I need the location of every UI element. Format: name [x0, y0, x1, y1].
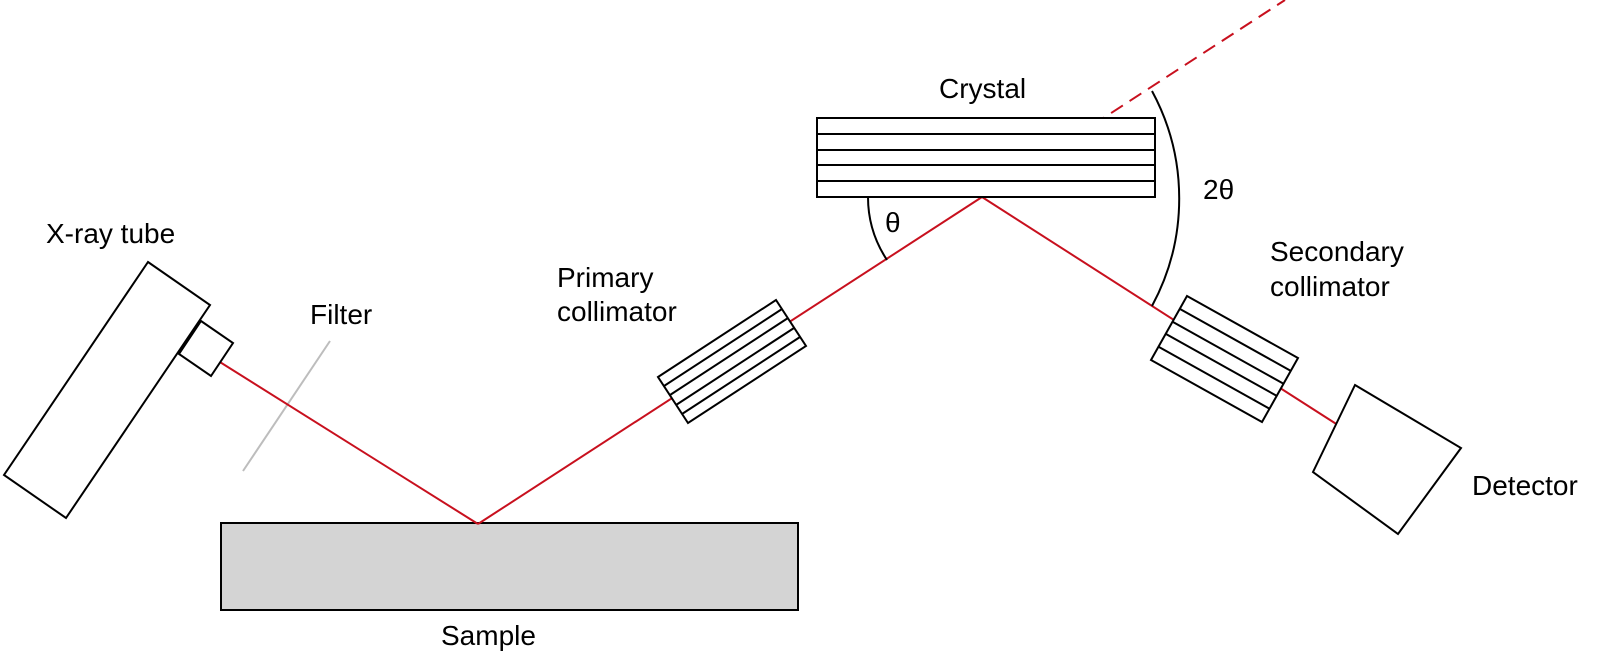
- secondary-collimator-plate: [1179, 308, 1292, 372]
- primary-collimator-plate: [681, 336, 801, 415]
- crystal-label: Crystal: [939, 73, 1026, 104]
- beam-tube-to-sample: [187, 341, 479, 525]
- crystal: [816, 117, 1156, 198]
- xray-tube: [2, 260, 235, 520]
- secondary-collimator-housing: [1149, 294, 1300, 424]
- theta-angle-arc: [867, 196, 888, 261]
- filter-label: Filter: [310, 299, 372, 330]
- crystal-body: [816, 117, 1156, 198]
- primary-collimator-plate: [675, 327, 795, 406]
- primary-collimator-plate: [663, 308, 783, 387]
- two-theta-angle-arc: [1151, 90, 1181, 307]
- secondary-collimator-label-line2: collimator: [1270, 271, 1390, 302]
- theta-label: θ: [885, 207, 901, 238]
- primary-collimator-plate: [669, 317, 789, 396]
- primary-collimator-housing: [656, 298, 808, 425]
- two-theta-label: 2θ: [1203, 174, 1234, 205]
- secondary-collimator-plate: [1165, 333, 1278, 397]
- xray-tube-label: X-ray tube: [46, 218, 175, 249]
- xray-beam: [187, 0, 1342, 525]
- primary-collimator: [656, 298, 808, 425]
- primary-collimator-label-line1: Primary: [557, 262, 653, 293]
- detector: [1311, 383, 1463, 536]
- filter-line: [242, 340, 331, 472]
- secondary-collimator-plate: [1172, 321, 1285, 385]
- xray-tube-window: [177, 319, 235, 378]
- secondary-collimator-label-line1: Secondary: [1270, 236, 1404, 267]
- secondary-collimator: [1149, 294, 1300, 424]
- detector-label: Detector: [1472, 470, 1578, 501]
- xray-tube-body: [2, 260, 212, 520]
- primary-collimator-label-line2: collimator: [557, 296, 677, 327]
- beam-undiffracted-extension: [981, 0, 1286, 198]
- sample-block: [220, 522, 799, 611]
- sample-label: Sample: [441, 620, 536, 651]
- beam-crystal-to-detector: [981, 196, 1342, 428]
- secondary-collimator-plate: [1158, 346, 1271, 410]
